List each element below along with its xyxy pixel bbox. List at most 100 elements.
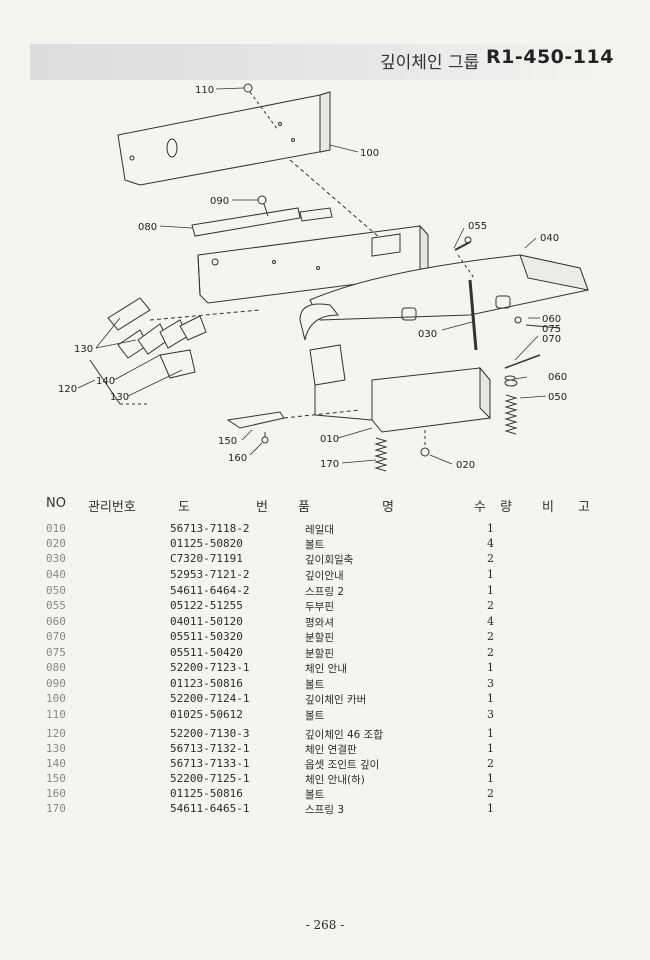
col-header-note-2: 고: [578, 500, 590, 515]
spring-170-part: [374, 437, 388, 472]
col-header-note-1: 비: [542, 500, 554, 515]
row-no: 060: [46, 615, 66, 628]
row-part-number: 04011-50120: [170, 615, 243, 628]
row-no: 120: [46, 727, 66, 740]
row-part-number: 52200-7124-1: [170, 692, 250, 705]
callout-130a: 130: [74, 344, 93, 355]
row-part-name: 체인 안내(하): [305, 774, 365, 786]
group-title: 깊이체인 그룹: [380, 53, 480, 73]
row-part-name: 평와셔: [305, 617, 334, 629]
row-no: 010: [46, 522, 66, 535]
row-qty: 2: [487, 787, 494, 800]
row-qty: 1: [487, 727, 494, 740]
chain-cover-part: [117, 91, 331, 186]
depth-chain-assembly-part: [89, 297, 261, 405]
leader-lines: [77, 87, 547, 465]
callout-100: 100: [360, 148, 379, 159]
spring-050-part: [504, 379, 518, 435]
row-qty: 3: [487, 708, 494, 721]
row-part-name: 체인 안내: [305, 663, 347, 675]
row-part-name: 스프링 2: [305, 586, 344, 598]
callout-040: 040: [540, 233, 559, 244]
table-row: 150 52200-7125-1 체인 안내(하) 1: [0, 772, 650, 787]
callout-050: 050: [548, 392, 567, 403]
row-qty: 4: [487, 537, 494, 550]
depth-shaft-part: [299, 279, 511, 351]
row-part-number: 56713-7133-1: [170, 757, 250, 770]
row-part-number: 56713-7132-1: [170, 742, 250, 755]
bolt-090-part: [257, 195, 269, 217]
title-band: [30, 44, 620, 80]
callout-090: 090: [210, 196, 229, 207]
bolt-160-part: [261, 432, 269, 444]
col-header-qty-2: 량: [500, 500, 512, 515]
page-number: - 268 -: [305, 918, 345, 932]
row-part-name: 깊이체인 46 조합: [305, 729, 383, 741]
row-part-number: 01025-50612: [170, 708, 243, 721]
row-qty: 1: [487, 802, 494, 815]
row-part-number: 05511-50420: [170, 646, 243, 659]
callout-080: 080: [138, 222, 157, 233]
depth-guide-part: [309, 254, 589, 321]
chain-guide-part: [191, 207, 333, 237]
row-part-number: 52953-7121-2: [170, 568, 250, 581]
row-qty: 2: [487, 757, 494, 770]
col-header-item-1: 품: [298, 500, 310, 515]
row-no: 100: [46, 692, 66, 705]
callout-020: 020: [456, 460, 475, 471]
row-qty: 1: [487, 584, 494, 597]
callout-060a: 060: [542, 314, 561, 325]
row-part-name: 스프링 3: [305, 804, 344, 816]
row-part-name: 분할핀: [305, 648, 334, 660]
col-header-mgmt: 관리번호: [88, 500, 136, 515]
row-no: 150: [46, 772, 66, 785]
row-no: 055: [46, 599, 66, 612]
row-qty: 1: [487, 568, 494, 581]
row-part-name: 깊이안내: [305, 570, 344, 582]
table-row: 040 52953-7121-2 깊이안내 1: [0, 568, 650, 583]
row-qty: 1: [487, 661, 494, 674]
bolt-020-part: [420, 430, 430, 457]
row-qty: 1: [487, 692, 494, 705]
row-no: 050: [46, 584, 66, 597]
row-part-number: 05511-50320: [170, 630, 243, 643]
row-part-number: 01123-50816: [170, 677, 243, 690]
callout-010: 010: [320, 434, 339, 445]
row-no: 070: [46, 630, 66, 643]
row-no: 160: [46, 787, 66, 800]
group-code: R1-450-114: [486, 46, 614, 68]
col-header-drawing-1: 도: [178, 500, 190, 515]
row-part-name: 볼트: [305, 679, 325, 691]
row-part-number: 52200-7130-3: [170, 727, 250, 740]
lower-chain-guide-part: [226, 409, 361, 429]
row-part-number: 54611-6465-1: [170, 802, 250, 815]
exploded-parts-diagram: 110 100 090 080 055 040 060 075 070 030 …: [58, 83, 589, 472]
row-part-number: 52200-7125-1: [170, 772, 250, 785]
row-qty: 1: [487, 742, 494, 755]
row-no: 090: [46, 677, 66, 690]
callout-075: 075: [542, 324, 561, 335]
row-part-name: 옵셋 조인트 깊이: [305, 759, 380, 771]
row-no: 080: [46, 661, 66, 674]
row-no: 040: [46, 568, 66, 581]
callout-055: 055: [468, 221, 487, 232]
row-part-number: 52200-7123-1: [170, 661, 250, 674]
callout-150: 150: [218, 436, 237, 447]
row-part-name: 볼트: [305, 539, 325, 551]
row-qty: 2: [487, 646, 494, 659]
row-qty: 1: [487, 772, 494, 785]
row-part-name: 분할핀: [305, 632, 334, 644]
rail-base-part: [309, 344, 491, 433]
row-qty: 2: [487, 552, 494, 565]
